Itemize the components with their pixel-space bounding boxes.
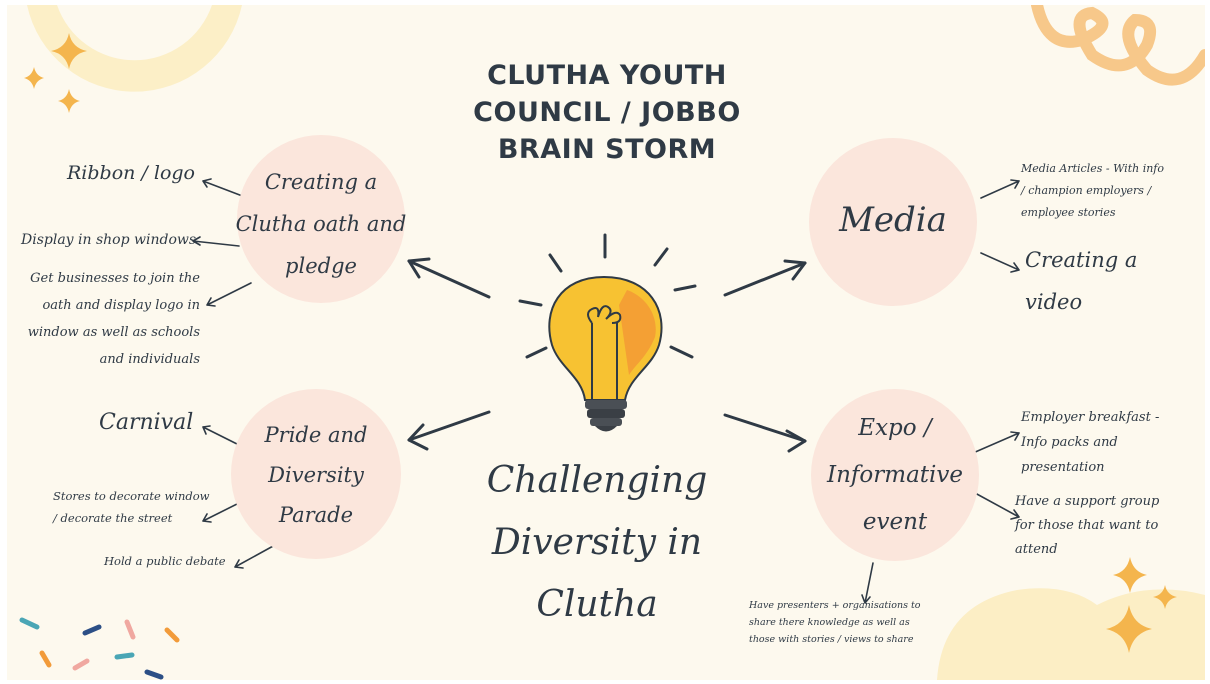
node-label-pride: Pride and Diversity Parade	[231, 415, 401, 535]
note-line: Employer breakfast -	[1021, 410, 1160, 425]
node-circle-pride	[231, 389, 401, 559]
note-stores: Stores to decorate window / decorate the…	[53, 485, 210, 529]
note-line: / decorate the street	[53, 511, 173, 525]
central-topic-line: Diversity in Clutha	[491, 522, 703, 625]
note-line: employee stories	[1021, 206, 1116, 219]
note-line: Info packs and	[1021, 435, 1118, 450]
node-label-oath: Creating a Clutha oath and pledge	[229, 161, 413, 287]
note-line: video	[1025, 290, 1083, 314]
note-line: Creating a	[1025, 248, 1138, 272]
node-line: Media	[839, 200, 947, 240]
note-line: Media Articles - With info	[1021, 162, 1164, 175]
note-line: Get businesses to join the	[30, 271, 200, 286]
node-line: Clutha oath and	[235, 212, 407, 236]
note-line: Display in shop windows	[21, 232, 197, 248]
note-line: and individuals	[99, 352, 200, 367]
node-line: Pride and	[264, 423, 368, 447]
note-arrows	[192, 178, 1020, 604]
node-line: Creating a	[264, 170, 378, 194]
note-line: oath and display logo in	[42, 298, 200, 313]
node-line: Expo /	[858, 415, 932, 441]
node-label-expo: Expo / Informative event	[811, 405, 979, 546]
note-line: those with stories / views to share	[749, 634, 914, 645]
note-line: Have presenters + organisations to	[749, 600, 921, 611]
note-breakfast: Employer breakfast - Info packs and pres…	[1021, 405, 1159, 480]
note-ribbon: Ribbon / logo	[67, 160, 195, 186]
note-line: / champion employers /	[1021, 184, 1152, 197]
central-topic-line: Challenging	[486, 460, 708, 501]
node-line: Diversity	[268, 463, 364, 487]
corner-blob-decoration	[937, 588, 1205, 680]
node-circle-media	[809, 138, 977, 306]
note-carnival: Carnival	[99, 408, 193, 438]
note-line: attend	[1015, 542, 1058, 557]
page-title: CLUTHA YOUTH COUNCIL / JOBBO BRAIN STORM	[447, 57, 767, 168]
decorations	[19, 5, 1205, 680]
note-video: Creating a video	[1025, 239, 1137, 323]
note-line: window as well as schools	[27, 325, 200, 340]
note-businesses: Get businesses to join the oath and disp…	[25, 265, 200, 373]
note-line: Stores to decorate window	[53, 489, 210, 503]
note-line: Ribbon / logo	[67, 162, 195, 184]
note-debate: Hold a public debate	[104, 551, 226, 571]
node-line: event	[862, 509, 928, 535]
note-line: share there knowledge as well as	[749, 617, 910, 628]
confetti-icon	[19, 617, 180, 680]
note-presenters: Have presenters + organisations to share…	[749, 597, 921, 648]
node-circle-oath	[237, 135, 405, 303]
note-line: presentation	[1021, 460, 1105, 475]
mindmap-canvas: CLUTHA YOUTH COUNCIL / JOBBO BRAIN STORM…	[7, 5, 1205, 680]
title-line: CLUTHA YOUTH	[487, 60, 727, 91]
note-support: Have a support group for those that want…	[1015, 490, 1159, 562]
note-articles: Media Articles - With info / champion em…	[1021, 158, 1164, 224]
node-circle-expo	[811, 389, 979, 561]
node-line: Informative	[827, 462, 963, 488]
lightbulb-icon	[518, 233, 697, 432]
swirl-icon	[1031, 5, 1205, 86]
sparkle-icon	[24, 33, 87, 113]
note-line: Have a support group	[1015, 494, 1160, 509]
note-display: Display in shop windows	[21, 229, 196, 251]
title-line: BRAIN STORM	[497, 134, 717, 165]
node-label-media: Media	[809, 198, 977, 242]
connector-arrows	[407, 257, 807, 453]
node-line: pledge	[285, 254, 357, 278]
title-line: COUNCIL / JOBBO	[473, 97, 741, 128]
central-topic: Challenging Diversity in Clutha	[437, 450, 757, 636]
note-line: for those that want to	[1015, 518, 1159, 533]
corner-arc-decoration	[27, 5, 242, 92]
note-line: Hold a public debate	[104, 554, 226, 568]
sparkle-icon	[1106, 557, 1177, 653]
note-line: Carnival	[99, 410, 194, 435]
node-line: Parade	[278, 503, 354, 527]
